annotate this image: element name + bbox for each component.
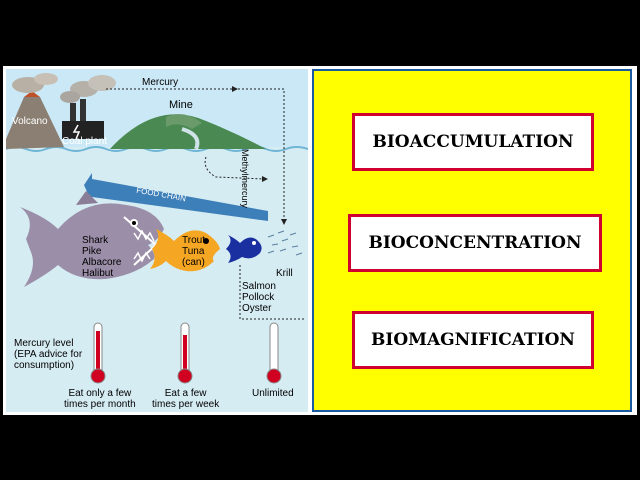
tuna-fish [150, 229, 220, 272]
term-biomagnification: BIOMAGNIFICATION [352, 311, 594, 369]
thermometer-3 [266, 322, 282, 384]
coal-plant-chimney [70, 103, 76, 135]
term-bioconcentration: BIOCONCENTRATION [348, 214, 602, 272]
shark-group-label: Shark Pike Albacore Halibut [82, 235, 122, 279]
krill [267, 230, 303, 256]
coal-plant-building [62, 121, 104, 139]
food-chain-arrow [84, 173, 268, 221]
advice-2-label: Eat a few times per week [152, 388, 220, 410]
tuna-group-label: Trout Tuna (can) [182, 235, 205, 268]
volcano-label: Volcano [12, 116, 48, 127]
small-fish [226, 235, 262, 263]
thermometer-1 [90, 322, 106, 384]
term-bioaccumulation: BIOACCUMULATION [352, 113, 594, 171]
mercury-food-chain-diagram: Volcano Coal plant Mercury Mine Methylme… [6, 69, 308, 412]
mercury-label: Mercury [142, 77, 179, 88]
terms-panel: BIOACCUMULATION BIOCONCENTRATION BIOMAGN… [312, 69, 632, 412]
krill-label: Krill [276, 268, 293, 279]
shark-fish [20, 191, 164, 287]
methylmercury-label: Methylmercury [240, 149, 250, 209]
water [6, 147, 308, 412]
coal-plant-label: Coal plant [62, 136, 108, 147]
advice-1-label: Eat only a few times per month [64, 388, 136, 410]
advice-3-label: Unlimited [252, 388, 294, 399]
mercury-level-label: Mercury level (EPA advice for consumptio… [14, 338, 83, 371]
mine-label: Mine [169, 99, 193, 111]
thermometer-2 [177, 322, 193, 384]
salmon-group-label: Salmon Pollock Oyster [242, 281, 276, 314]
volcano-shape [6, 97, 64, 149]
